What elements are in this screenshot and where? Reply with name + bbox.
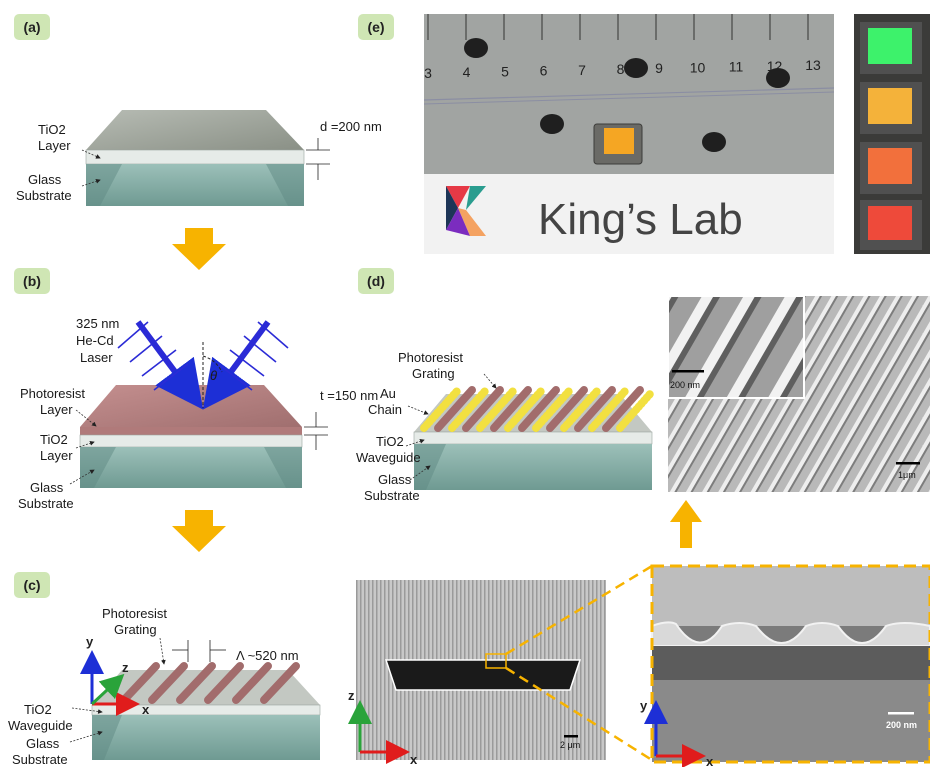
photoresist-label: Photoresist [20,386,85,401]
axis-x-label: x [142,702,150,717]
thickness-t-label: t =150 nm [320,388,378,403]
svg-text:Substrate: Substrate [18,496,74,511]
photoresist-layer [80,427,302,435]
ruler-number: 5 [501,63,509,79]
glass-label-b: Glass [30,480,64,495]
sample-green [868,28,912,64]
sample-red [868,206,912,240]
ruler-number: 8 [617,61,625,77]
glass-substrate-d [414,444,652,490]
au-label: Au [380,386,396,401]
grating-label-d: Photoresist [398,350,463,365]
sample-amber [868,88,912,124]
svg-text:Layer: Layer [40,448,73,463]
logo-text: King’s Lab [538,195,743,244]
waveguide-label-c: TiO2 [24,702,52,717]
ruler-number: 11 [729,59,744,75]
fib-trench [384,659,582,691]
svg-text:He-Cd: He-Cd [76,333,114,348]
cross-axis-x: x [706,754,714,767]
svg-text:Laser: Laser [80,350,113,365]
ruler-number: 7 [578,62,586,78]
panel-d-tag: (d) [367,273,385,289]
ruler-number: 6 [540,63,548,79]
ruler-number: 9 [655,60,663,76]
panel-e-tag: (e) [367,19,384,35]
fib-axis-x: x [410,752,418,767]
panel-c-tag: (c) [23,577,40,593]
zoom-up-arrow [670,500,702,548]
kings-logo-icon [446,186,486,236]
axis-z-label: z [122,660,129,675]
glass-substrate-c [92,715,320,760]
fib-axis-z: z [348,688,355,703]
cross-axis-y: y [640,698,648,713]
glass-substrate [86,164,304,206]
svg-text:Waveguide: Waveguide [8,718,73,733]
thickness-d-label: d =200 nm [320,119,382,134]
glass-label: Glass [28,172,62,187]
wavefronts-left [117,321,189,391]
tio2-label: TiO2 [38,122,66,137]
sample-orange [868,148,912,184]
waveguide-label-d: TiO2 [376,434,404,449]
svg-text:Grating: Grating [114,622,157,637]
panel-c: (c) y z x Photoresist Grating Λ ~520 nm … [8,572,321,767]
svg-text:Layer: Layer [40,402,73,417]
ruler-number: 3 [424,65,432,81]
panel-d: (d) Photoresist Grating Au Chain [348,268,930,767]
sem-inset [667,295,805,399]
ruler-number: 4 [463,64,471,80]
panel-b-tag: (b) [23,273,41,289]
theta-label: θ [210,368,217,383]
tio2-layer-b [79,434,303,448]
svg-text:Substrate: Substrate [12,752,68,767]
wavefronts-right [217,321,289,391]
grating-with-gold-d [420,386,654,432]
tio2-label-b: TiO2 [40,432,68,447]
svg-text:Chain: Chain [368,402,402,417]
glass-label-d: Glass [378,472,412,487]
panel-a: (a) TiO2 Layer Glass Substrate d =200 nm [14,14,382,206]
svg-text:Substrate: Substrate [364,488,420,503]
inset-scale-label: 200 nm [670,380,700,390]
ruler-number: 10 [690,59,706,75]
period-label: Λ ~520 nm [236,648,299,663]
tio2-layer [85,149,305,165]
svg-text:Grating: Grating [412,366,455,381]
tio2-top-face [86,110,304,150]
logo-banner [424,174,834,254]
axis-z-arrow [90,673,125,706]
axis-y-label: y [86,634,94,649]
fib-scale-label: 2 μm [560,740,580,750]
panel-a-tag: (a) [23,19,40,35]
sem-scale-label: 1μm [898,470,916,480]
glass-substrate-b [80,447,302,488]
laser-beam-left [135,320,204,410]
process-arrow-2 [172,510,226,552]
ruler-number: 13 [805,57,821,73]
cross-scale-label: 200 nm [886,720,917,730]
laser-beam-right [202,320,271,410]
laser-label: 325 nm [76,316,119,331]
zoom-box [485,653,507,669]
panel-b: (b) θ 325 nm He-Cd Laser t =150 nm [14,268,378,511]
panel-a-tag-bg [14,14,50,40]
process-arrow-1 [172,228,226,270]
ruler-ticks [427,14,809,40]
svg-text:Substrate: Substrate [16,188,72,203]
glass-label-c: Glass [26,736,60,751]
grating-label-c: Photoresist [102,606,167,621]
svg-text:Waveguide: Waveguide [356,450,421,465]
svg-text:Layer: Layer [38,138,71,153]
